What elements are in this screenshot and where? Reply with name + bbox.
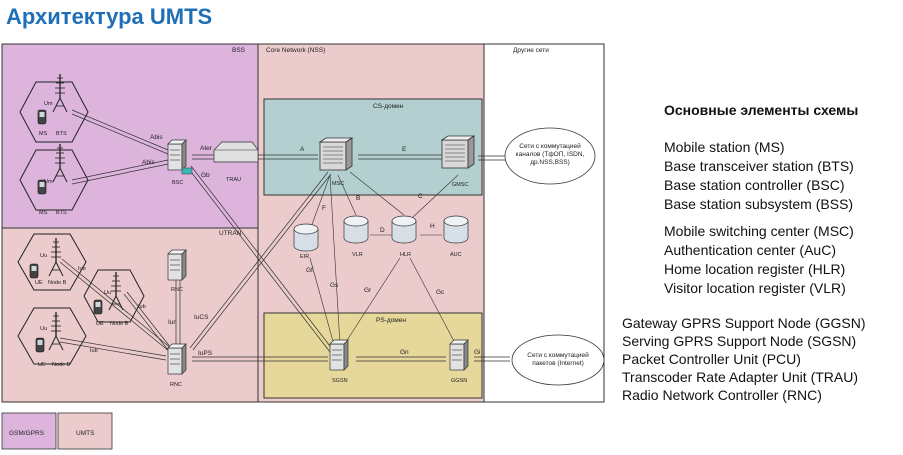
legend-umts-box — [57, 412, 113, 450]
other-networks-label: Другие сети — [513, 47, 549, 54]
rnc-label-2: RNC — [170, 382, 182, 388]
ms-label-2: MS — [39, 210, 48, 216]
iucs-label: IuCS — [194, 314, 209, 321]
e-label: E — [402, 146, 407, 153]
vlr-label: VLR — [352, 252, 363, 258]
c-label: C — [418, 193, 423, 200]
bts-label-1: BTS — [56, 131, 67, 137]
gf-label: Gf — [306, 267, 313, 274]
nodeb-label-2: Node B — [110, 321, 129, 327]
gr-label: Gr — [364, 287, 372, 294]
umts-cell-2 — [83, 269, 145, 323]
nodeb-label-1: Node B — [48, 280, 67, 286]
gsm-cell-2 — [19, 149, 89, 211]
page-title: Архитектура UMTS — [6, 4, 213, 29]
element-item: Mobile switching center (MSC) — [664, 223, 854, 239]
abis-label-2: Abis — [142, 159, 155, 166]
gc-label: Gc — [436, 289, 445, 296]
rnc-label-1: RNC — [171, 287, 183, 293]
ue-label-1: UE — [35, 280, 43, 286]
element-item: Gateway GPRS Support Node (GGSN) — [622, 315, 866, 331]
elements-heading: Основные элементы схемы — [664, 102, 858, 118]
bsc-label: BSC — [172, 180, 183, 186]
ater-label: Ater — [200, 145, 213, 152]
element-item: Visitor location register (VLR) — [664, 280, 846, 296]
uu-label-3: Uu — [40, 326, 47, 332]
bss-label: BSS — [232, 47, 246, 54]
bts-label-2: BTS — [56, 210, 67, 216]
element-item: Home location register (HLR) — [664, 261, 845, 277]
ue-label-3: UE — [38, 362, 46, 368]
iub-label-2: Iub — [138, 304, 146, 310]
element-item: Mobile station (MS) — [664, 139, 785, 155]
iub-label-3: Iub — [90, 348, 98, 354]
uu-label-1: Uu — [40, 253, 47, 259]
trau-label: TRAU — [226, 177, 241, 183]
element-item: Base station subsystem (BSS) — [664, 196, 853, 212]
h-label: H — [430, 223, 435, 230]
cs-network-cloud — [504, 127, 596, 185]
d-label: D — [380, 227, 385, 234]
a-label: A — [300, 146, 305, 153]
iub-label-1: Iub — [78, 266, 86, 272]
gi-label: Gi — [474, 349, 481, 356]
element-item: Base station controller (BSC) — [664, 177, 845, 193]
core-label: Core Network (NSS) — [266, 47, 325, 54]
ms-label-1: MS — [39, 131, 48, 137]
umts-cell-3 — [17, 307, 87, 365]
iur-label: Iur — [168, 319, 176, 326]
element-item: Packet Controller Unit (PCU) — [622, 351, 801, 367]
um-label-1: Um — [44, 101, 53, 107]
um-label-2: Um — [44, 179, 53, 185]
cs-network-label: Сети с коммутацией каналов (ТфОП, ISDN, … — [515, 143, 585, 166]
element-item: Transcoder Rate Adapter Unit (TRAU) — [622, 369, 858, 385]
utran-label: UTRAN — [219, 230, 242, 237]
ps-network-cloud — [511, 334, 605, 386]
eir-label: EIR — [300, 254, 309, 260]
signalling-lines — [309, 171, 459, 346]
legend-gsm-label: GSM/GPRS — [9, 430, 45, 437]
abis-label-1: Abis — [150, 134, 163, 141]
f-label: F — [322, 205, 326, 212]
sgsn-label: SGSN — [332, 378, 348, 384]
connection-lines — [59, 109, 510, 362]
gn-label: Gn — [400, 349, 409, 356]
auc-label: AUC — [450, 252, 462, 258]
gsm-cell-1 — [19, 81, 89, 143]
iups-label: IuPS — [198, 350, 213, 357]
ue-label-2: UE — [96, 321, 104, 327]
b-label: B — [356, 195, 360, 202]
legend-gsm-box — [1, 412, 57, 450]
element-item: Radio Network Controller (RNC) — [622, 387, 822, 403]
ggsn-label: GGSN — [451, 378, 467, 384]
gb-label: Gb — [201, 172, 210, 179]
uu-label-2: Uu — [104, 290, 111, 296]
ps-domain-label: PS-домен — [376, 317, 406, 324]
ps-network-label: Сети с коммутацией пакетов (Internet) — [527, 352, 589, 367]
element-item: Serving GPRS Support Node (SGSN) — [622, 333, 856, 349]
umts-cell-1 — [17, 233, 87, 291]
ps-domain-region — [263, 312, 483, 399]
msc-label: MSC — [332, 181, 344, 187]
element-item: Base transceiver station (BTS) — [664, 158, 854, 174]
gs-label: Gs — [330, 282, 339, 289]
element-item: Authentication center (AuC) — [664, 242, 836, 258]
cs-domain-label: CS-домен — [373, 103, 404, 110]
legend-umts-label: UMTS — [76, 430, 95, 437]
gmsc-label: GMSC — [452, 182, 469, 188]
hlr-label: HLR — [400, 252, 411, 258]
nodeb-label-3: Node B — [52, 362, 71, 368]
